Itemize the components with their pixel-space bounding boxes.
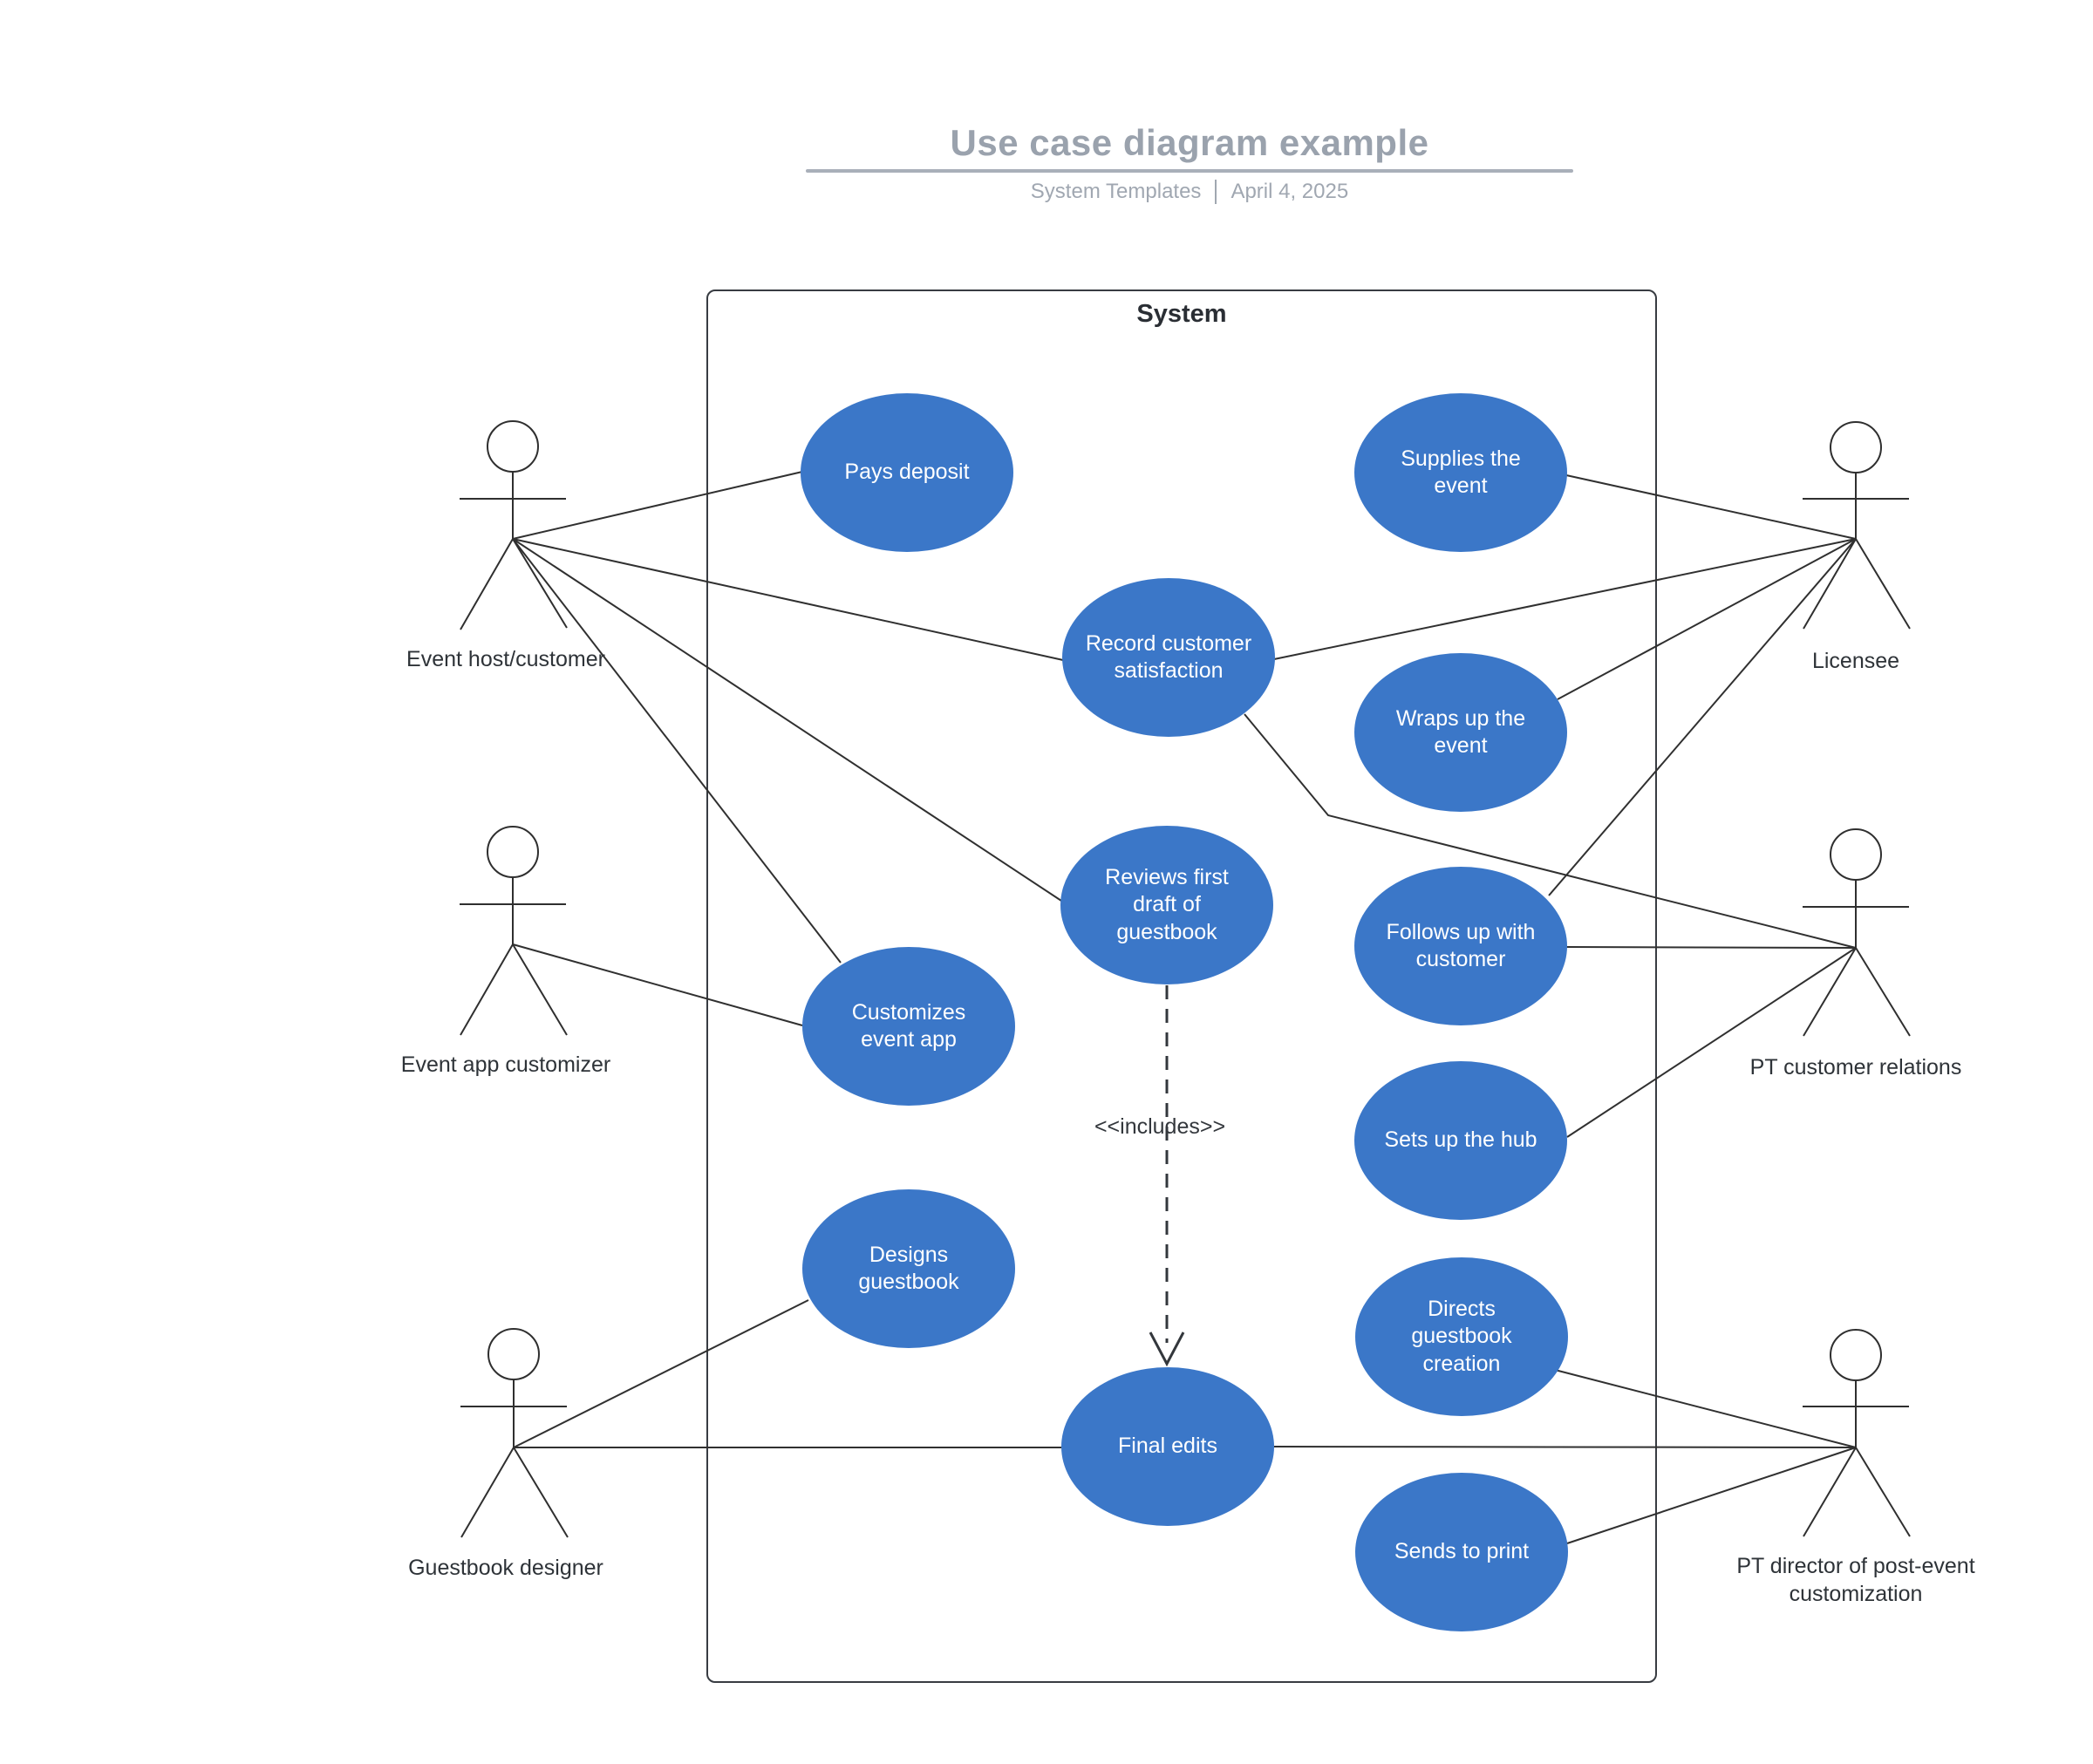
- actor-pt-customer-relations: [1803, 828, 1911, 1037]
- actor-head: [1830, 828, 1882, 881]
- actor-head: [487, 420, 539, 473]
- title-underline: [806, 169, 1573, 173]
- edge-directs-guestbook-creation--pt-director: [1554, 1369, 1857, 1448]
- includes-arrowhead: [1149, 1332, 1185, 1367]
- actor-event-host-customer: [460, 420, 568, 630]
- edge-event-host-customer--pays-deposit: [512, 471, 803, 540]
- edge-guestbook-designer--designs-guestbook: [513, 1299, 809, 1448]
- edges: [512, 471, 1857, 1544]
- edge-event-app-customizer--customizes-event-app: [512, 943, 803, 1026]
- edge-event-host-customer--customizes-event-app: [512, 538, 842, 964]
- system-boundary-box: [706, 289, 1657, 1683]
- use-case-designs-guestbook: Designs guestbook: [802, 1189, 1015, 1348]
- subtitle: System Templates April 4, 2025: [806, 180, 1573, 204]
- actor-label-pt-director-post-event: PT director of post-event customization: [1736, 1554, 1975, 1606]
- actor-guestbook-designer: [460, 1328, 569, 1538]
- edge-licensee--follows-up-with-customer: [1548, 538, 1857, 896]
- actor-label-event-app-customizer: Event app customizer: [400, 1052, 611, 1077]
- actor-head: [1830, 421, 1882, 473]
- actor-label-event-host-customer: Event host/customer: [406, 647, 605, 671]
- actor-pt-director-post-event: [1803, 1329, 1911, 1537]
- use-case-sends-to-print: Sends to print: [1355, 1473, 1568, 1631]
- actor-label-guestbook-designer: Guestbook designer: [408, 1556, 603, 1580]
- edge-sends-to-print--pt-director: [1566, 1447, 1857, 1544]
- use-case-final-edits: Final edits: [1061, 1367, 1274, 1526]
- edge-includes-reviews-first-draft--final-edits: [1149, 985, 1185, 1367]
- use-case-sets-up-the-hub: Sets up the hub: [1354, 1061, 1567, 1220]
- subtitle-divider: [1215, 180, 1217, 204]
- edge-event-host-customer--record-customer-satisfaction: [512, 538, 1064, 661]
- use-case-pays-deposit: Pays deposit: [801, 393, 1013, 552]
- use-case-directs-guestbook-creation: Directs guestbook creation: [1355, 1257, 1568, 1416]
- subtitle-date: April 4, 2025: [1231, 180, 1349, 203]
- actor-event-app-customizer: [460, 826, 568, 1036]
- use-case-record-customer-satisfaction: Record customer satisfaction: [1062, 578, 1275, 737]
- use-case-customizes-event-app: Customizes event app: [802, 947, 1015, 1106]
- use-case-follows-up-with-customer: Follows up with customer: [1354, 867, 1567, 1025]
- edge-sets-up-the-hub--pt-customer-relations: [1566, 947, 1857, 1138]
- subtitle-author: System Templates: [1030, 180, 1202, 203]
- edge-licensee--supplies-the-event: [1565, 474, 1857, 540]
- includes-label: <<includes>>: [1094, 1114, 1226, 1139]
- edge-licensee--record-customer-satisfaction: [1273, 538, 1857, 660]
- page-title: Use case diagram example: [950, 122, 1429, 163]
- edge-event-host-customer--reviews-first-draft: [512, 538, 1062, 902]
- actor-head: [487, 1328, 540, 1380]
- use-case-supplies-the-event: Supplies the event: [1354, 393, 1567, 552]
- system-boundary-label: System: [1136, 300, 1227, 328]
- actor-head: [487, 826, 539, 878]
- edge-record-customer-satisfaction--pt-customer-relations: [1244, 713, 1857, 949]
- actor-licensee: [1803, 421, 1911, 630]
- actor-label-licensee: Licensee: [1811, 649, 1900, 673]
- actor-head: [1830, 1329, 1882, 1381]
- use-case-reviews-first-draft: Reviews first draft of guestbook: [1060, 826, 1273, 984]
- edge-follows-up-with-customer--pt-customer-relations: [1565, 946, 1857, 949]
- actor-label-pt-customer-relations: PT customer relations: [1749, 1055, 1962, 1080]
- edge-licensee--wraps-up-the-event: [1557, 538, 1857, 700]
- use-case-wraps-up-the-event: Wraps up the event: [1354, 653, 1567, 812]
